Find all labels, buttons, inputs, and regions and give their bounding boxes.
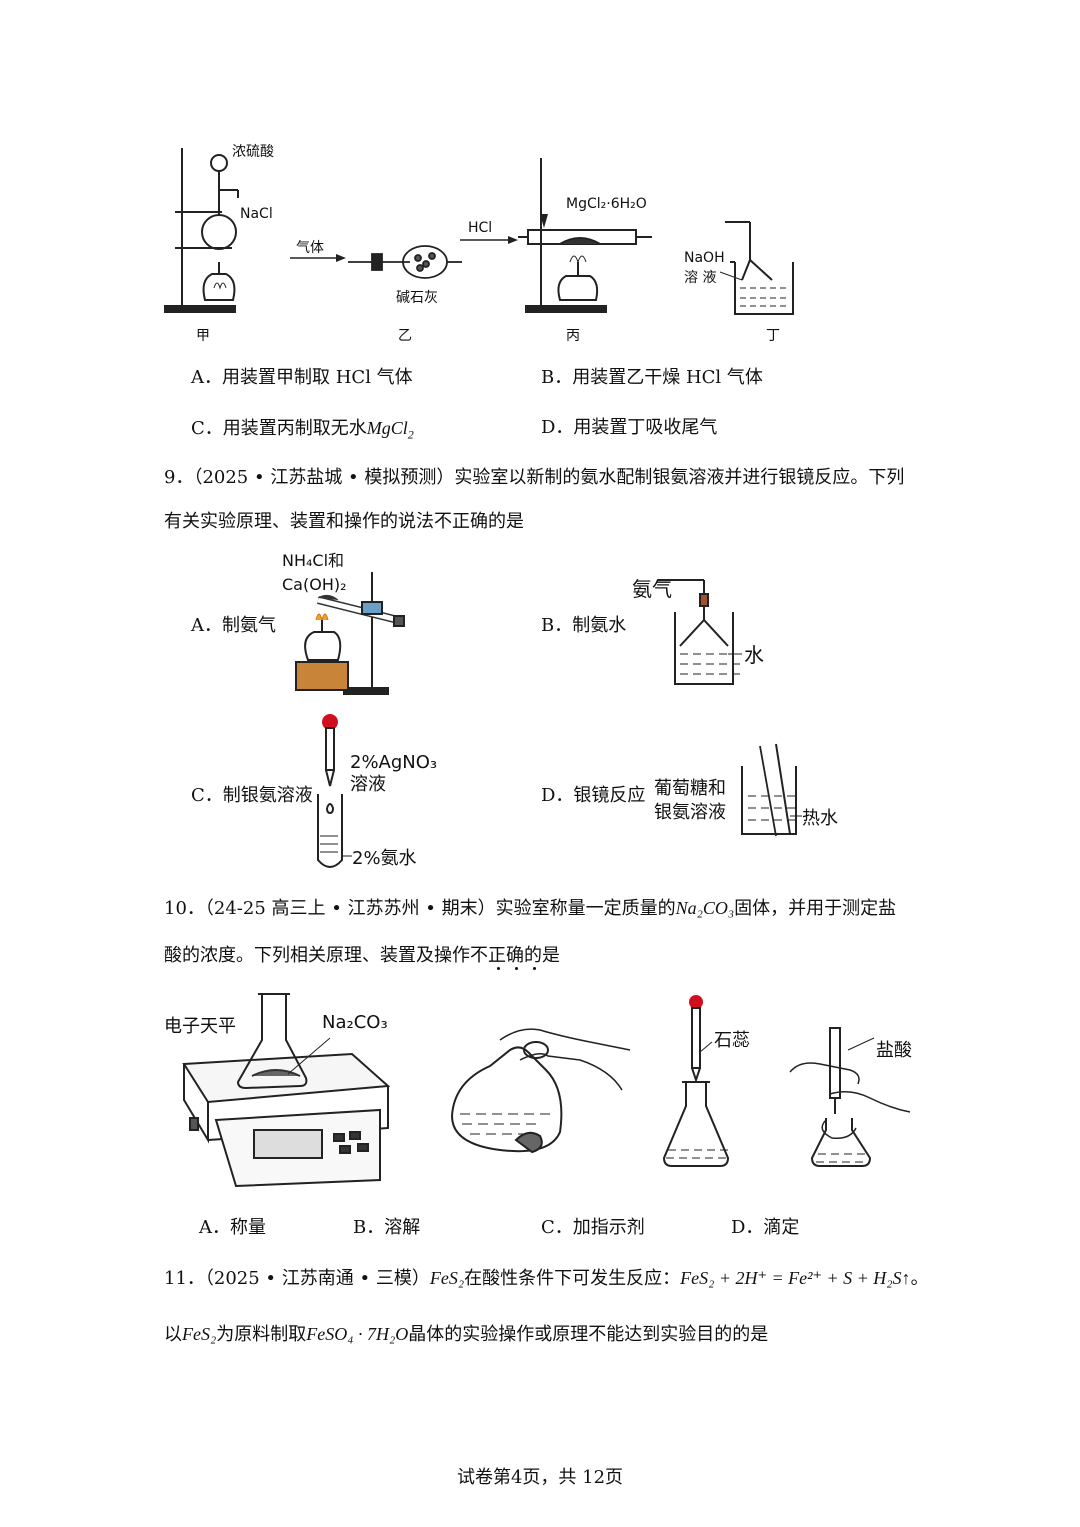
q8-option-c-text: C．用装置丙制取无水 xyxy=(191,418,367,439)
label-nh4cl: NH₄Cl和 xyxy=(282,551,344,570)
label-hydrochloric-acid: 盐酸 xyxy=(876,1040,912,1061)
q11-period: 。 xyxy=(910,1268,929,1289)
fig-b-ammonia-water xyxy=(658,579,742,685)
q9-stem-line2: 有关实验原理、装置和操作的说法不正确的是 xyxy=(164,511,524,532)
label-glucose: 葡萄糖和 xyxy=(654,778,726,799)
q9-option-a[interactable]: A．制氨气 xyxy=(191,615,276,636)
label-na2co3: Na₂CO₃ xyxy=(322,1012,388,1033)
q11-formula-feso4: FeSO₄ · 7H₂O xyxy=(306,1324,409,1344)
label-gas: 气体 xyxy=(296,240,324,256)
apparatus-bing xyxy=(518,158,652,313)
q10-option-d[interactable]: D．滴定 xyxy=(731,1217,800,1238)
q8-option-d[interactable]: D．用装置丁吸收尾气 xyxy=(541,417,718,438)
q11-stem-line2: 以FeS₂为原料制取FeSO₄ · 7H₂O晶体的实验操作或原理不能达到实验目的… xyxy=(164,1322,768,1347)
label-ammonia-gas: 氨气 xyxy=(632,577,672,601)
q9-stem-line1: 9．（2025 • 江苏盐城 • 模拟预测）实验室以新制的氨水配制银氨溶液并进行… xyxy=(164,467,905,488)
label-agno3: 2%AgNO₃ xyxy=(350,752,437,773)
label-nacl: NaCl xyxy=(240,206,273,222)
label-naoh-solution: 溶 液 xyxy=(684,270,716,286)
fig-a-ammonia-setup xyxy=(295,572,405,695)
caption-bing: 丙 xyxy=(566,328,580,344)
label-agno3-solution: 溶液 xyxy=(350,774,386,795)
label-electronic-balance: 电子天平 xyxy=(164,1016,236,1037)
q11-text-b: 为原料制取 xyxy=(216,1324,307,1345)
q10-option-a[interactable]: A．称量 xyxy=(199,1217,266,1238)
indicator-flask xyxy=(662,995,730,1167)
label-conc-h2so4: 浓硫酸 xyxy=(232,144,274,160)
emphasis-dot xyxy=(533,967,536,970)
emphasis-dot xyxy=(515,967,518,970)
q8-option-c-formula: MgCl xyxy=(366,418,408,438)
q11-stem-line1: 11．（2025 • 江苏南通 • 三模）FeS₂在酸性条件下可发生反应：FeS… xyxy=(164,1266,929,1291)
fig-d-silver-mirror xyxy=(741,743,802,837)
label-silver-ammonia: 银氨溶液 xyxy=(654,802,726,823)
caption-ding: 丁 xyxy=(766,328,780,344)
label-caoh2: Ca(OH)₂ xyxy=(282,575,347,594)
q10-stem-line1: 10．（24-25 高三上 • 江苏苏州 • 期末）实验室称量一定质量的Na₂C… xyxy=(164,896,896,921)
q11-text-a: 以 xyxy=(164,1324,182,1345)
q11-text-c: 晶体的实验操作或原理不能达到实验目的的是 xyxy=(408,1324,769,1345)
q11-formula-fes2: FeS₂ xyxy=(429,1268,465,1288)
label-hcl-arrow: HCl xyxy=(468,220,492,236)
electronic-balance xyxy=(182,993,391,1188)
q8-apparatus-figure: 浓硫酸 NaCl 甲 气体 碱石灰 乙 HCl MgCl₂·6H₂O 丙 xyxy=(164,144,794,344)
q9-option-b[interactable]: B．制氨水 xyxy=(541,615,627,636)
q8-option-a[interactable]: A．用装置甲制取 HCl 气体 xyxy=(191,367,413,388)
apparatus-jia xyxy=(164,148,239,313)
q9-option-d[interactable]: D．银镜反应 xyxy=(541,785,646,806)
label-water: 水 xyxy=(744,643,764,667)
titration-setup xyxy=(789,1027,911,1167)
apparatus-ding xyxy=(719,221,794,315)
caption-yi: 乙 xyxy=(398,328,412,344)
page-footer: 试卷第4页，共 12页 xyxy=(456,1467,624,1488)
emphasis-dot xyxy=(497,967,500,970)
fig-c-silver-ammonia xyxy=(317,714,352,868)
label-mgcl2-hydrate: MgCl₂·6H₂O xyxy=(566,196,647,212)
q11-stem-text: 在酸性条件下可发生反应： xyxy=(464,1268,681,1289)
q10-stem-formula: Na₂CO₃ xyxy=(675,898,735,918)
q11-equation: FeS₂ + 2H⁺ = Fe²⁺ + S + H₂S↑ xyxy=(680,1268,911,1288)
q10-stem-text2: 固体，并用于测定盐 xyxy=(734,898,897,919)
q9-option-c[interactable]: C．制银氨溶液 xyxy=(191,785,313,806)
caption-jia: 甲 xyxy=(196,328,210,344)
q8-option-c-subscript: 2 xyxy=(407,427,414,442)
label-soda-lime: 碱石灰 xyxy=(396,290,438,306)
q8-option-c[interactable]: C．用装置丙制取无水MgCl2 xyxy=(191,416,414,447)
label-hot-water: 热水 xyxy=(802,808,838,829)
q11-formula-fes2-2: FeS₂ xyxy=(182,1324,217,1344)
q8-option-b[interactable]: B．用装置乙干燥 HCl 气体 xyxy=(541,367,763,388)
label-litmus: 石蕊 xyxy=(714,1030,750,1051)
q10-stem-line2: 酸的浓度。下列相关原理、装置及操作不正确的是 xyxy=(164,945,560,966)
q10-stem-text1: 10．（24-25 高三上 • 江苏苏州 • 期末）实验室称量一定质量的 xyxy=(164,898,676,919)
dissolve-flask xyxy=(450,1028,631,1154)
q10-figure: 电子天平 Na₂CO₃ 石蕊 盐酸 xyxy=(164,993,912,1188)
q9-figure: NH₄Cl和 Ca(OH)₂ 氨气 水 2%AgNO₃ 溶液 2%氨水 葡萄糖和… xyxy=(282,551,838,869)
label-naoh: NaOH xyxy=(684,250,725,266)
q11-source: 11．（2025 • 江苏南通 • 三模） xyxy=(164,1268,430,1289)
q10-option-c[interactable]: C．加指示剂 xyxy=(541,1217,645,1238)
apparatus-yi xyxy=(348,245,462,279)
q10-option-b[interactable]: B．溶解 xyxy=(353,1217,421,1238)
label-ammonia-water-2: 2%氨水 xyxy=(352,848,417,869)
